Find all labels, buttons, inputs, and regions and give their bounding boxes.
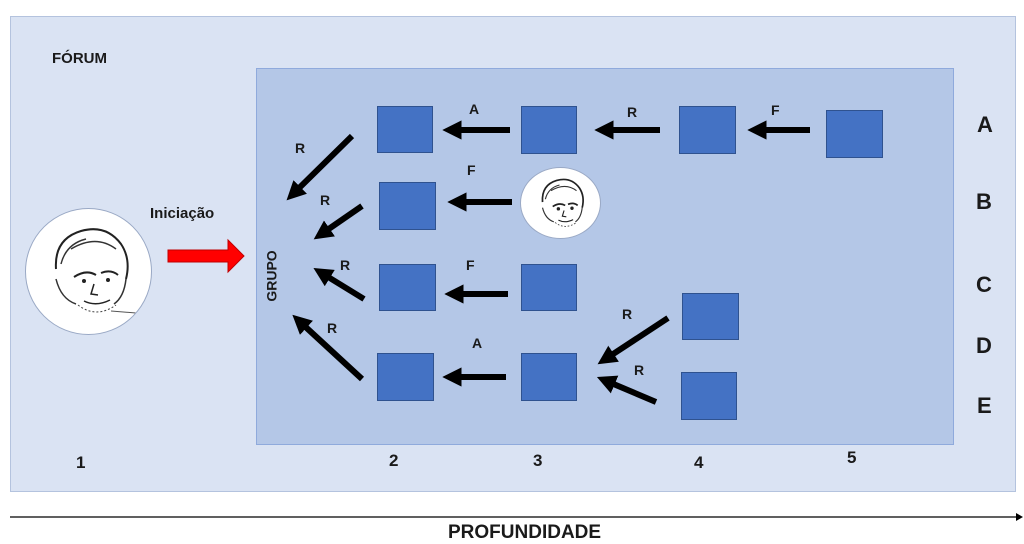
member-portrait bbox=[520, 167, 601, 239]
column-label: 3 bbox=[533, 451, 543, 470]
edge-label: F bbox=[467, 162, 476, 178]
forum-label: FÓRUM bbox=[52, 50, 107, 67]
row-label: E bbox=[977, 393, 992, 418]
depth-axis-arrowhead bbox=[1016, 513, 1023, 521]
column-label: 1 bbox=[76, 453, 86, 472]
row-label: B bbox=[976, 189, 992, 214]
initiation-arrow bbox=[167, 238, 245, 274]
column-label: 2 bbox=[389, 451, 399, 470]
row-label: D bbox=[976, 333, 992, 358]
edge-label: R bbox=[327, 320, 338, 336]
node-e2 bbox=[377, 353, 434, 401]
arrow-d4-e3 bbox=[597, 315, 670, 365]
node-a5 bbox=[826, 110, 883, 158]
edge-label: A bbox=[472, 335, 483, 351]
arrow-a2-group bbox=[286, 133, 355, 201]
edge-label: R bbox=[627, 104, 638, 120]
edge-label: F bbox=[466, 257, 475, 273]
node-d4 bbox=[682, 293, 739, 340]
portrait-sketch-icon bbox=[54, 228, 137, 314]
edge-label: R bbox=[320, 192, 331, 208]
edge-label: R bbox=[295, 140, 306, 156]
node-a3 bbox=[521, 106, 577, 154]
node-c3 bbox=[521, 264, 577, 311]
column-label: 5 bbox=[847, 448, 857, 467]
initiator-portrait bbox=[25, 208, 152, 335]
node-b2 bbox=[379, 182, 436, 230]
arrow-e4-e3 bbox=[596, 375, 658, 405]
row-label: A bbox=[977, 112, 993, 137]
node-a4 bbox=[679, 106, 736, 154]
arrow-b2-group bbox=[313, 203, 364, 240]
portrait-sketch-icon bbox=[541, 178, 584, 227]
edge-label: A bbox=[469, 101, 480, 117]
initiation-label: Iniciação bbox=[150, 205, 215, 222]
depth-axis-label: PROFUNDIDADE bbox=[448, 522, 602, 543]
node-e3 bbox=[521, 353, 577, 401]
arrow-c2-group bbox=[313, 267, 366, 302]
edge-label: R bbox=[622, 306, 633, 322]
edge-label: F bbox=[771, 102, 780, 118]
edge-label: R bbox=[340, 257, 351, 273]
edge-label: R bbox=[634, 362, 645, 378]
row-label: C bbox=[976, 272, 992, 297]
node-e4 bbox=[681, 372, 737, 420]
column-label: 4 bbox=[694, 453, 704, 472]
node-a2 bbox=[377, 106, 433, 153]
node-c2 bbox=[379, 264, 436, 311]
arrow-e2-group bbox=[292, 314, 365, 382]
